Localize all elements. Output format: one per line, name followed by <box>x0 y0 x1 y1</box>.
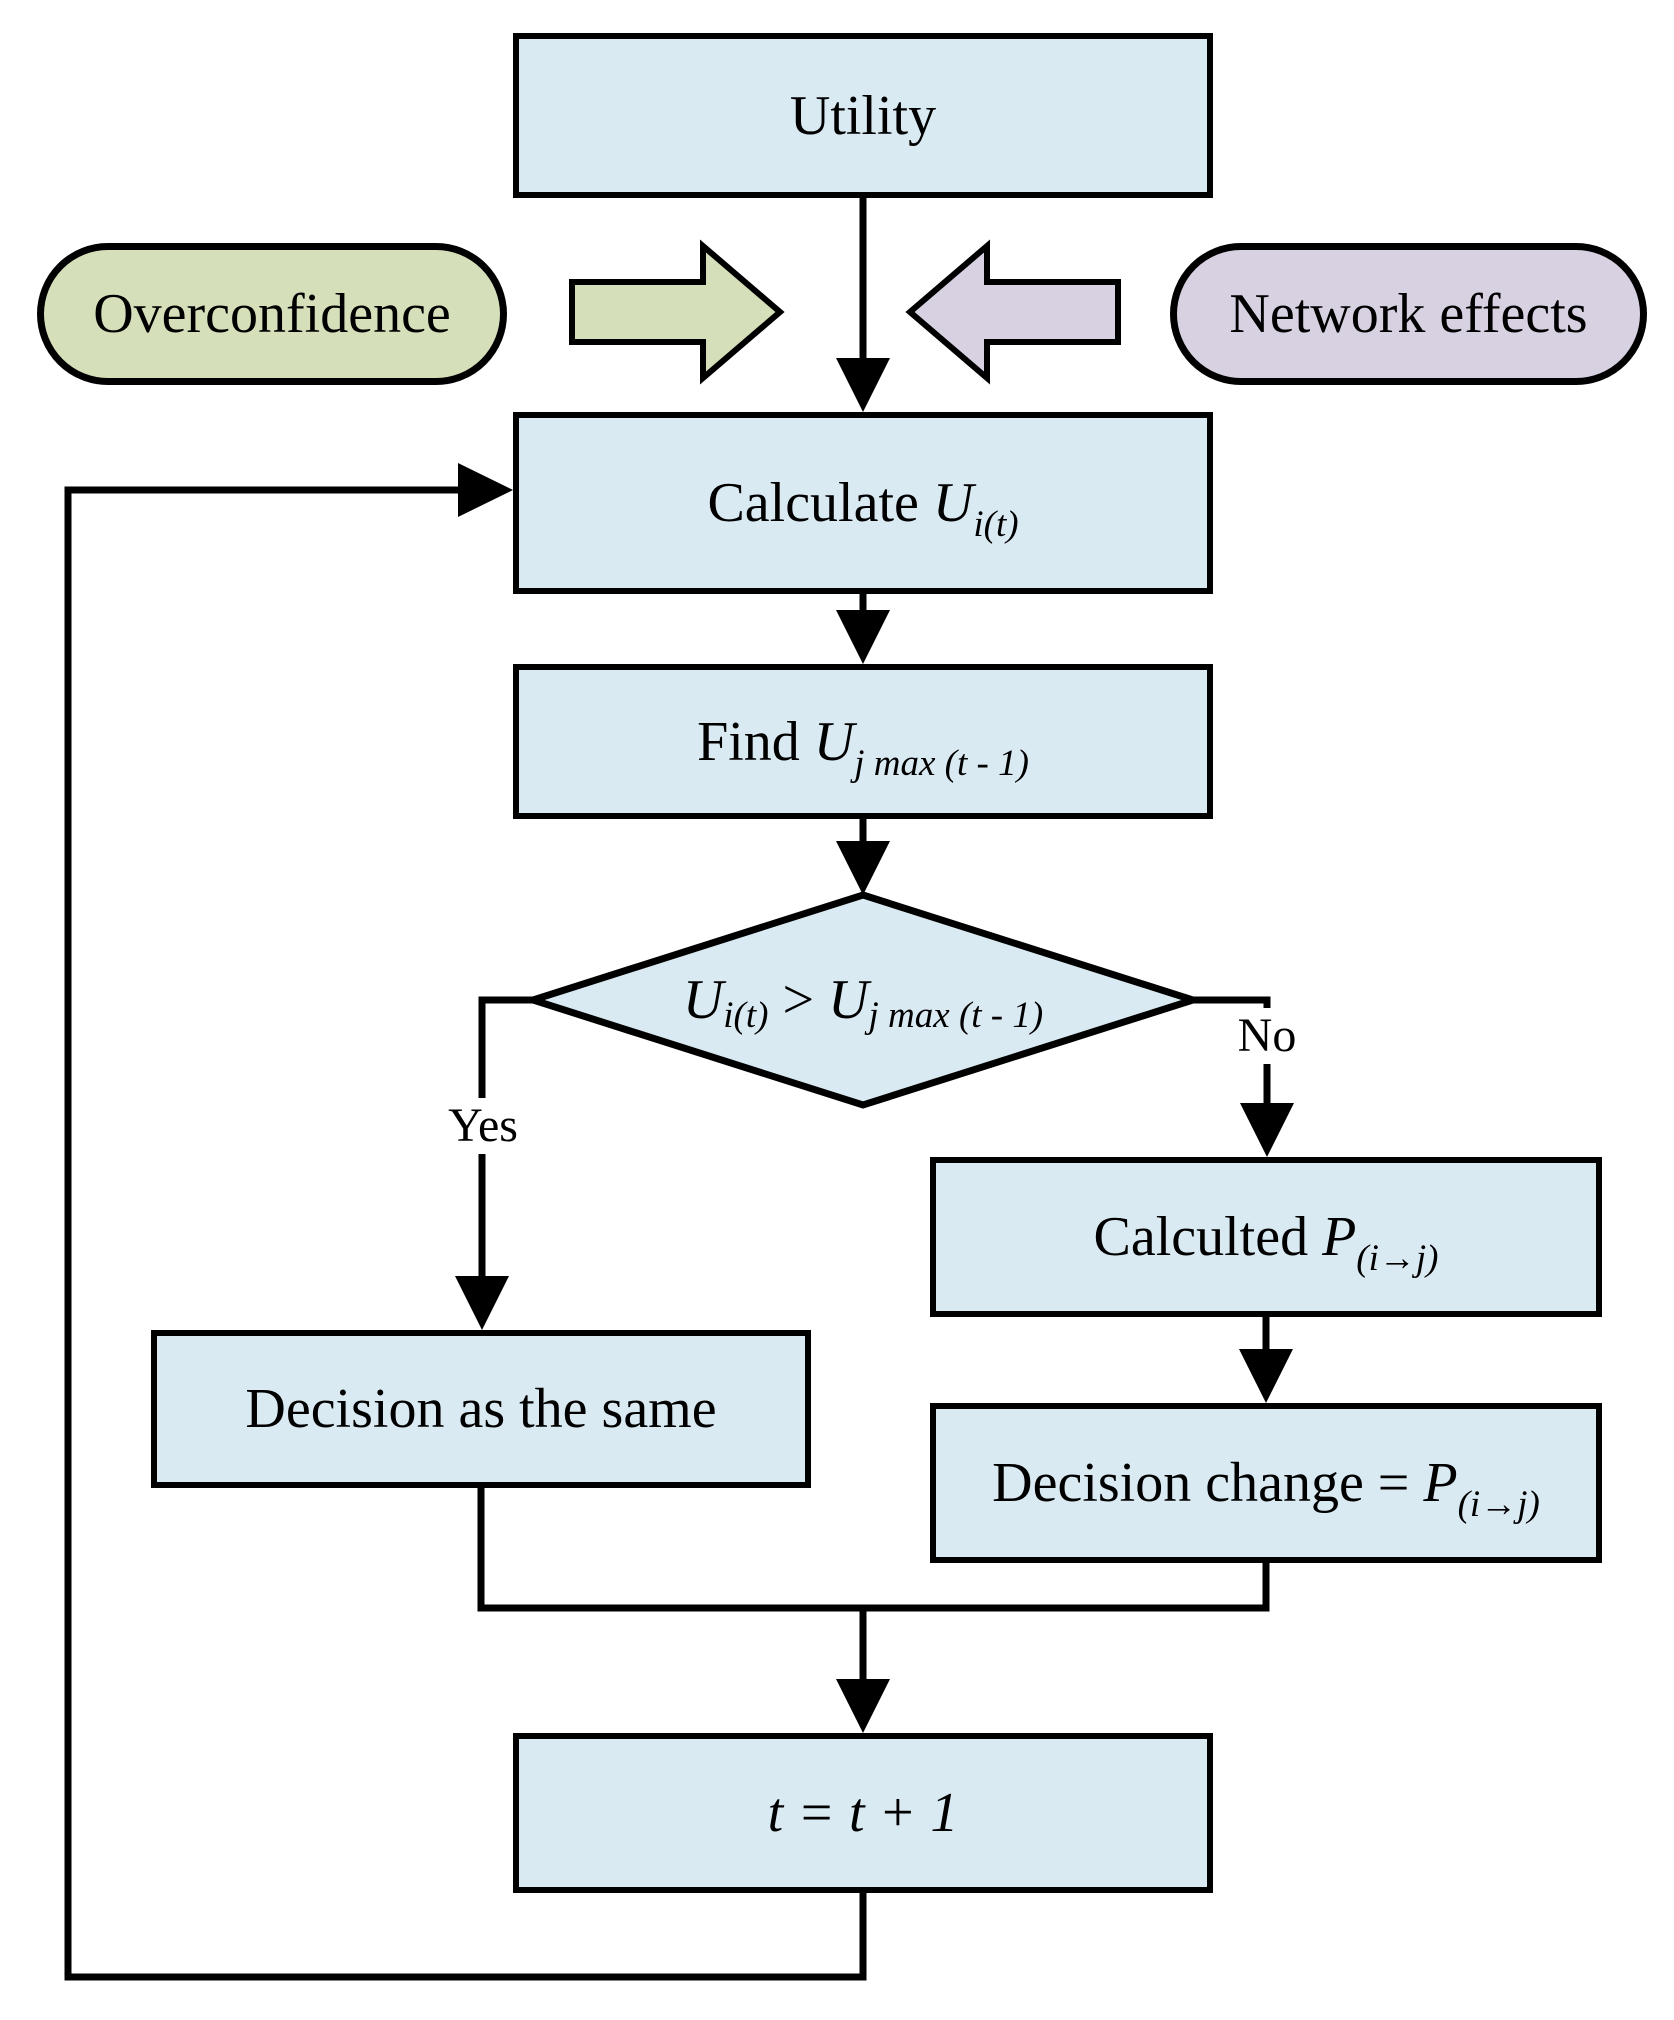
node-decision-same-label: Decision as the same <box>245 1378 717 1440</box>
arrowhead <box>836 610 890 664</box>
diamond-symbol-right: U <box>828 969 869 1031</box>
node-calculted: Calculted P(i→j) <box>930 1157 1602 1317</box>
node-find-label: Find Uj max (t - 1) <box>697 710 1029 782</box>
node-calculted-label: Calculted P(i→j) <box>1093 1206 1438 1277</box>
node-decision-change-label: Decision change = P(i→j) <box>992 1452 1540 1523</box>
decision-diamond-shape <box>521 891 1205 1109</box>
calculate-symbol: U <box>932 472 974 534</box>
find-subscript: j max (t - 1) <box>854 742 1029 784</box>
edge-feedback-loop <box>64 486 867 1981</box>
diamond-subscript-right: j max (t - 1) <box>868 994 1044 1036</box>
edge-yes-branch <box>478 996 533 1280</box>
arrowhead <box>836 1679 890 1733</box>
node-overconfidence: Overconfidence <box>37 243 507 385</box>
decision-change-subscript: (i→j) <box>1457 1484 1540 1525</box>
left-block-arrow-icon <box>905 239 1121 385</box>
arrowhead <box>455 1276 509 1330</box>
node-calculate: Calculate Ui(t) <box>513 412 1213 594</box>
find-symbol: U <box>813 710 855 773</box>
node-find: Find Uj max (t - 1) <box>513 664 1213 819</box>
node-network-effects-label: Network effects <box>1229 283 1588 345</box>
node-decision-same: Decision as the same <box>151 1330 811 1488</box>
edge-no-branch <box>1193 996 1271 1107</box>
diamond-symbol-left: U <box>682 969 724 1031</box>
decision-change-prefix: Decision change = <box>992 1452 1424 1514</box>
arrowhead <box>458 463 513 517</box>
calculate-subscript: i(t) <box>973 504 1019 545</box>
find-prefix: Find <box>697 710 814 773</box>
diamond-operator: > <box>782 969 815 1031</box>
arrowhead <box>1239 1349 1293 1403</box>
edge-merge <box>477 1488 1270 1612</box>
no-branch-label: No <box>1231 1008 1303 1064</box>
calculted-symbol: P <box>1322 1206 1357 1268</box>
right-block-arrow-icon <box>569 239 785 385</box>
node-utility: Utility <box>513 33 1213 198</box>
node-decision-change: Decision change = P(i→j) <box>930 1403 1602 1563</box>
calculted-prefix: Calculted <box>1093 1206 1323 1268</box>
node-t-increment-label: t = t + 1 <box>767 1782 959 1844</box>
node-network-effects: Network effects <box>1170 243 1647 385</box>
node-utility-label: Utility <box>789 84 937 147</box>
yes-branch-label: Yes <box>442 1098 524 1154</box>
diamond-subscript-left: i(t) <box>723 994 769 1036</box>
node-t-increment: t = t + 1 <box>513 1733 1213 1893</box>
arrowhead <box>836 358 890 412</box>
decision-change-symbol: P <box>1423 1452 1458 1514</box>
node-overconfidence-label: Overconfidence <box>93 283 451 345</box>
node-calculate-label: Calculate Ui(t) <box>707 472 1018 543</box>
calculted-subscript: (i→j) <box>1356 1238 1439 1279</box>
arrowhead <box>1240 1103 1294 1157</box>
arrowhead <box>836 841 890 895</box>
calculate-prefix: Calculate <box>707 472 933 534</box>
